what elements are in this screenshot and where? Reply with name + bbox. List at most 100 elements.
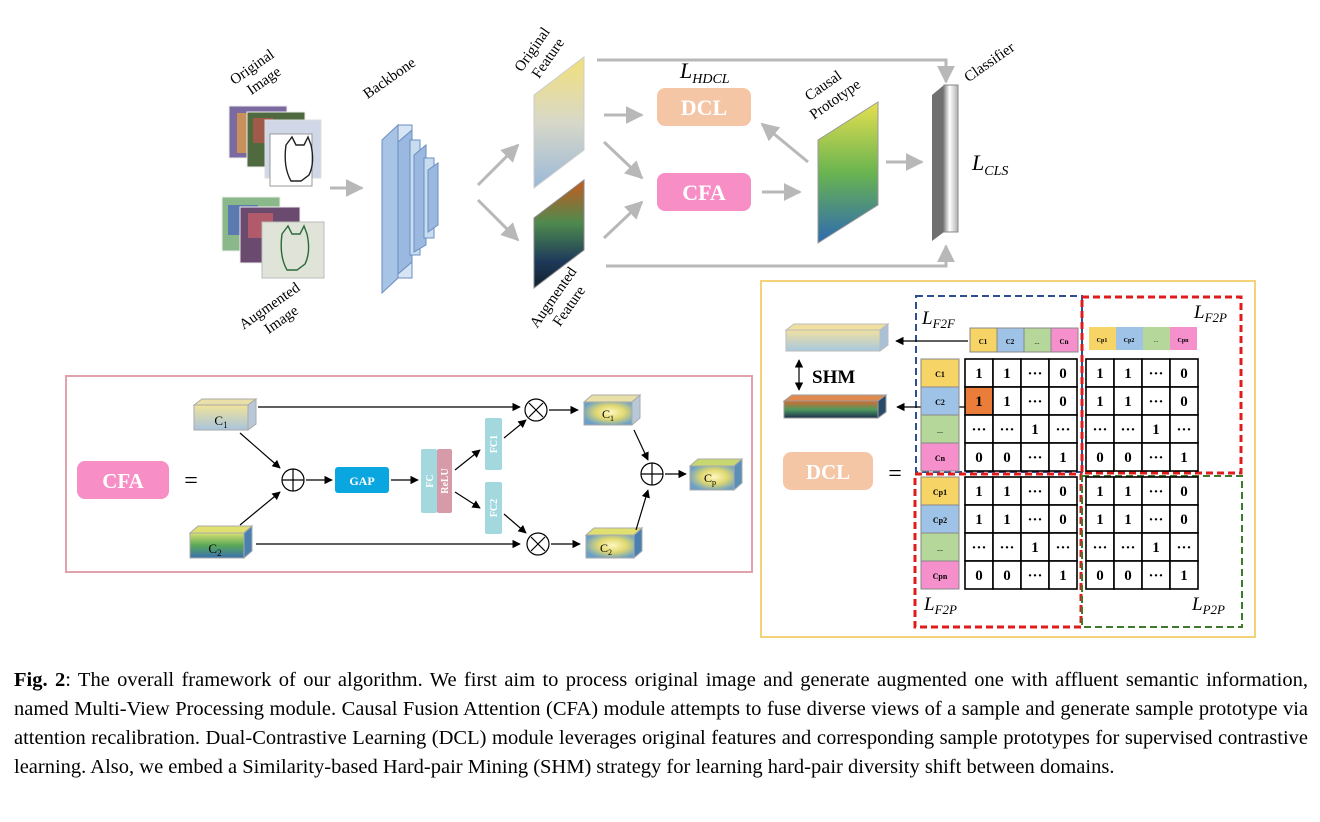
matrix-cell bbox=[992, 442, 1022, 472]
matrix-cell bbox=[1169, 504, 1199, 534]
dcl-box-label: DCL bbox=[681, 95, 727, 120]
matrix-cell-value: 1 bbox=[975, 394, 983, 410]
l-hdcl-label: LHDCL bbox=[679, 58, 730, 87]
f2p-region-bottom bbox=[913, 472, 1083, 629]
matrix-cell bbox=[992, 504, 1022, 534]
matrix-cell-value: ··· bbox=[1148, 450, 1163, 466]
matrix-cell-value: 1 bbox=[1096, 484, 1104, 500]
framework-figure: Original Image Augmented Image bbox=[65, 25, 1256, 638]
matrix-cell-value: 1 bbox=[1124, 366, 1132, 382]
svg-text:C1: C1 bbox=[602, 407, 614, 423]
causal-prototype-label: Causal Prototype bbox=[797, 62, 865, 124]
matrix-cell-value: 1 bbox=[1096, 366, 1104, 382]
matrix-cell-value: ··· bbox=[1027, 450, 1042, 466]
cfa-equals: = bbox=[184, 468, 198, 494]
dcl-panel-label: DCL bbox=[806, 460, 850, 484]
matrix-cell-value: ··· bbox=[1148, 394, 1163, 410]
matrix-cell-value: 0 bbox=[1059, 484, 1067, 500]
matrix-cell bbox=[1020, 414, 1050, 444]
matrix-cell-value: 0 bbox=[1124, 450, 1132, 466]
cfa-panel-label: CFA bbox=[102, 469, 144, 493]
f2p-region-top bbox=[1080, 295, 1243, 475]
matrix-cell bbox=[964, 560, 994, 590]
matrix-cell-value: ··· bbox=[999, 422, 1014, 438]
augmented-image-stack bbox=[221, 196, 325, 279]
matrix-cell bbox=[1169, 560, 1199, 590]
matrix-cell-value: ··· bbox=[1027, 394, 1042, 410]
matrix-cell bbox=[1141, 532, 1171, 562]
svg-text:Cp1: Cp1 bbox=[1097, 338, 1108, 344]
l-f2p-bottom-label: LF2P bbox=[923, 594, 957, 617]
header-chips-left: C1 C2 ... Cn bbox=[969, 327, 1079, 353]
matrix-cell-value: 1 bbox=[1152, 540, 1160, 556]
c2-cube: C2 bbox=[188, 524, 254, 560]
svg-text:C1: C1 bbox=[214, 413, 227, 430]
matrix-cell bbox=[964, 504, 994, 534]
svg-text:ReLU: ReLU bbox=[440, 468, 451, 494]
dcl-equals: = bbox=[888, 461, 902, 487]
row-chips-top: C1 C2 ... Cn bbox=[920, 358, 960, 472]
svg-text:Cp2: Cp2 bbox=[1124, 338, 1135, 344]
l-cls-label: LCLS bbox=[971, 150, 1008, 179]
relu-block bbox=[437, 449, 452, 513]
matrix-cell-value: 0 bbox=[1096, 450, 1104, 466]
matrix-cell-value: 1 bbox=[1096, 394, 1104, 410]
svg-text:Cp: Cp bbox=[704, 471, 716, 487]
matrix-cell-value: 0 bbox=[975, 568, 983, 584]
augmented-feature-block bbox=[533, 178, 585, 290]
row-chips-bottom: Cp1 Cp2 ... Cpn bbox=[920, 476, 960, 590]
fc-block bbox=[421, 449, 437, 513]
matrix-cell-value: 1 bbox=[975, 366, 983, 382]
matrix-cell bbox=[1169, 442, 1199, 472]
figure-caption: Fig. 2: The overall framework of our alg… bbox=[14, 666, 1308, 782]
svg-text:...: ... bbox=[1154, 338, 1159, 344]
matrix-cell bbox=[1113, 532, 1143, 562]
matrix-cell bbox=[1085, 560, 1115, 590]
matrix-cell bbox=[964, 476, 994, 506]
matrix-cell-value: 1 bbox=[1003, 512, 1011, 528]
svg-text:...: ... bbox=[937, 544, 943, 553]
cp-cube: Cp bbox=[688, 457, 744, 492]
original-feature-block bbox=[533, 55, 585, 190]
matrix-cell bbox=[1169, 414, 1199, 444]
matrix-cell-value: 0 bbox=[1059, 394, 1067, 410]
matrix-cell bbox=[1048, 532, 1078, 562]
svg-text:C1: C1 bbox=[935, 370, 945, 379]
dcl-panel: LF2F LF2P LF2P LP2P SHM DCL = C1 C2 bbox=[760, 280, 1256, 638]
matrix-cell bbox=[1169, 358, 1199, 388]
matrix-cell-value: 1 bbox=[1124, 484, 1132, 500]
matrix-cell-value: ··· bbox=[1148, 568, 1163, 584]
matrix-cell bbox=[1048, 414, 1078, 444]
classifier-block bbox=[932, 84, 959, 241]
matrix-cell bbox=[1113, 358, 1143, 388]
matrix-cell bbox=[964, 442, 994, 472]
matrix-cell bbox=[1085, 358, 1115, 388]
backbone-block bbox=[381, 123, 439, 295]
matrix-cell bbox=[1085, 414, 1115, 444]
shm-label: SHM bbox=[812, 367, 855, 388]
matrix-cell-value: ··· bbox=[1120, 422, 1135, 438]
multiply-node-bottom bbox=[526, 532, 550, 556]
svg-text:FC1: FC1 bbox=[489, 435, 500, 453]
matrix-cell-value: ··· bbox=[1148, 366, 1163, 382]
matrix-cell-value: 1 bbox=[1124, 512, 1132, 528]
dcl-panel-box bbox=[783, 452, 873, 490]
svg-text:...: ... bbox=[937, 426, 943, 435]
svg-text:FC2: FC2 bbox=[489, 499, 500, 517]
cfa-panel: CFA = C1 C2 GAP FC bbox=[65, 375, 753, 573]
matrix-cell-value: ··· bbox=[1027, 484, 1042, 500]
matrix-cell-value: ··· bbox=[1027, 568, 1042, 584]
matrix-cell-value: ··· bbox=[971, 540, 986, 556]
pipeline: Original Image Augmented Image bbox=[221, 25, 1018, 337]
matrix-cell bbox=[1020, 442, 1050, 472]
matrix-cell-value: ··· bbox=[1148, 512, 1163, 528]
matrix-cell-value: 1 bbox=[1180, 568, 1188, 584]
gap-box bbox=[335, 467, 389, 493]
matrix-cell-value: ··· bbox=[1092, 540, 1107, 556]
matrix-cell bbox=[1141, 560, 1171, 590]
matrix-cell-value: 1 bbox=[1124, 394, 1132, 410]
matrix-cell-value: ··· bbox=[1092, 422, 1107, 438]
